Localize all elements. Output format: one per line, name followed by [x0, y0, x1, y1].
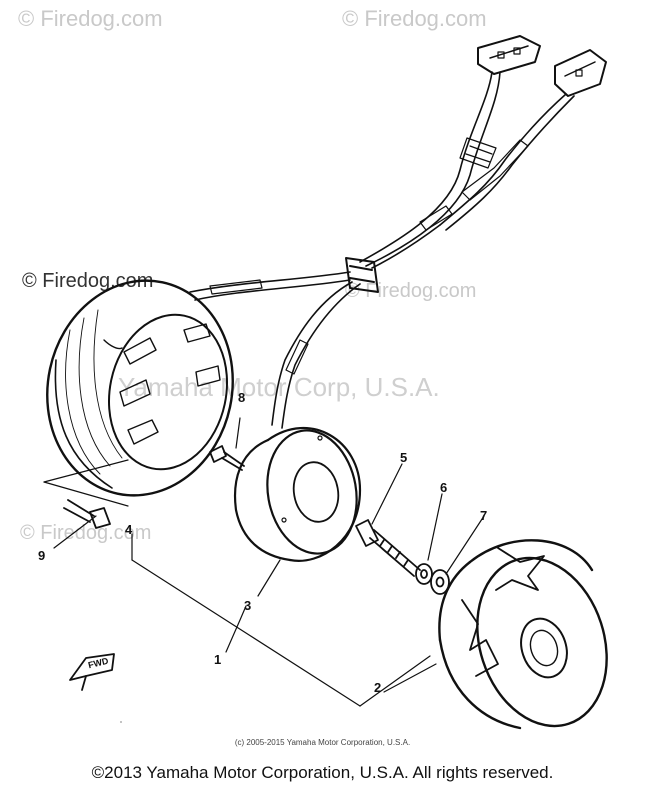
footer-copyright: ©2013 Yamaha Motor Corporation, U.S.A. A…	[91, 763, 554, 782]
wire-connector-right	[554, 49, 607, 97]
wire-harness	[189, 71, 575, 429]
callout-3: 3	[244, 598, 252, 613]
watermark-top-left: © Firedog.com	[18, 6, 163, 31]
stator-coil	[46, 279, 234, 497]
callout-5: 5	[400, 450, 408, 465]
screw-8	[209, 445, 245, 471]
callout-1: 1	[214, 652, 222, 667]
washer-7	[430, 569, 450, 595]
grommet	[345, 257, 379, 293]
callout-6: 6	[440, 480, 448, 495]
callout-7: 7	[480, 508, 488, 523]
wire-sleeves	[209, 137, 529, 375]
watermark-center: Yamaha Motor Corp, U.S.A.	[118, 372, 440, 402]
flywheel	[438, 539, 608, 730]
washer-6	[415, 563, 433, 585]
watermark-top-right: © Firedog.com	[342, 6, 487, 31]
fwd-arrow-icon	[69, 653, 115, 691]
bolt-5	[355, 519, 421, 577]
watermark-mid-left: © Firedog.com	[22, 270, 154, 292]
inner-copyright: (c) 2005-2015 Yamaha Motor Corporation, …	[234, 738, 411, 747]
leader-lines	[43, 417, 485, 707]
callout-2: 2	[374, 680, 382, 695]
rotor	[234, 427, 362, 562]
watermark-left-lower: © Firedog.com	[20, 522, 152, 544]
wire-connector-left	[477, 35, 541, 75]
callout-4: 4	[125, 522, 133, 537]
callout-9: 9	[38, 548, 46, 563]
screw-9	[63, 499, 111, 529]
callout-8: 8	[238, 390, 246, 405]
